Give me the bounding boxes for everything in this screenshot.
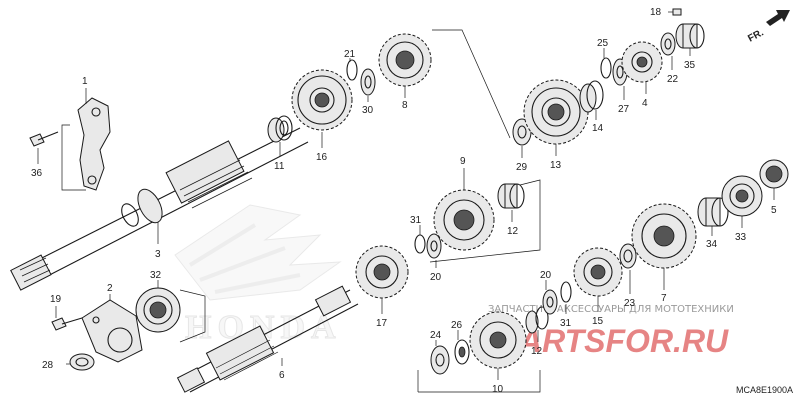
part-20-washer-lower	[542, 280, 558, 315]
part-10-gear	[417, 311, 541, 393]
callout-20-upper: 20	[430, 272, 442, 283]
part-12-bushing-lower	[525, 306, 549, 342]
part-36-bolt	[29, 131, 59, 164]
part-4-gear	[621, 41, 663, 94]
callout-19: 19	[50, 294, 62, 305]
callout-12-upper: 12	[507, 226, 519, 237]
callout-15: 15	[592, 316, 604, 327]
watermark-caption: ЗАПЧАСТИ И АКСЕССУАРЫ ДЛЯ МОТОТЕХНИКИ	[488, 304, 734, 315]
callout-3: 3	[155, 249, 161, 260]
callout-33: 33	[735, 232, 747, 243]
callout-9: 9	[460, 156, 466, 167]
callout-23: 23	[624, 298, 636, 309]
part-1-shift-bracket	[61, 88, 111, 191]
callout-11: 11	[274, 161, 285, 172]
part-5-bearing-cap	[759, 159, 789, 200]
callout-30: 30	[362, 105, 374, 116]
callout-6: 6	[279, 370, 285, 381]
callout-7: 7	[661, 293, 667, 304]
callout-5: 5	[771, 205, 777, 216]
part-6-countershaft	[176, 285, 359, 393]
part-15-gear	[573, 247, 623, 312]
part-35-needle-bearing	[675, 23, 705, 56]
callout-20-lower: 20	[540, 270, 552, 281]
part-17-gear	[355, 245, 409, 314]
callout-22: 22	[667, 74, 679, 85]
callout-31-lower: 31	[560, 318, 572, 329]
part-31-circlip-upper	[414, 225, 426, 254]
front-direction-label: FR.	[746, 27, 766, 44]
diagram-code: MCA8E1900A	[736, 385, 793, 395]
part-26-spline-washer	[454, 330, 470, 365]
callout-27: 27	[618, 104, 630, 115]
part-14-bushing	[579, 80, 604, 120]
part-19-bolt	[51, 306, 83, 331]
callout-18: 18	[650, 7, 662, 18]
callout-17: 17	[376, 318, 388, 329]
callout-32: 32	[150, 270, 162, 281]
callout-4: 4	[642, 98, 648, 109]
callout-1: 1	[82, 76, 88, 87]
callout-21: 21	[344, 49, 356, 60]
callout-14: 14	[592, 123, 604, 134]
callout-16: 16	[316, 152, 328, 163]
callout-28: 28	[42, 360, 54, 371]
part-3-mainshaft	[10, 127, 309, 291]
part-2-setting-plate	[81, 294, 143, 363]
part-8-gear	[378, 29, 511, 139]
part-21-circlip	[346, 58, 358, 81]
part-23-washer	[619, 243, 637, 294]
callout-26: 26	[451, 320, 463, 331]
callout-34: 34	[706, 239, 718, 250]
part-34-needle-bearing	[697, 197, 729, 236]
callout-10: 10	[492, 384, 504, 395]
part-32-ball-bearing	[135, 280, 206, 343]
callout-31-upper: 31	[410, 215, 422, 226]
front-direction-arrow: FR.	[746, 10, 790, 45]
callout-labels: 1 2 3 4 5 6 7 8 9 10 11 12 12 13 14 15 1…	[31, 7, 777, 395]
part-13-gear	[523, 79, 589, 156]
callout-35: 35	[684, 60, 696, 71]
part-33-ball-bearing	[721, 175, 763, 228]
callout-2: 2	[107, 283, 113, 294]
part-9-gear	[433, 168, 495, 251]
part-24-lock-washer	[430, 340, 450, 375]
part-12-bushing-upper	[429, 179, 541, 263]
part-16-gear	[291, 69, 353, 148]
callout-13: 13	[550, 160, 562, 171]
honda-wing-logo: HONDA	[174, 204, 342, 347]
part-20-washer-upper	[426, 233, 442, 268]
callout-12-lower: 12	[531, 346, 543, 357]
part-11-bushing	[267, 115, 293, 156]
part-25-circlip	[600, 48, 612, 79]
callout-25: 25	[597, 38, 609, 49]
part-30-washer	[360, 68, 376, 102]
callout-36: 36	[31, 168, 43, 179]
part-7-gear	[631, 203, 697, 290]
part-31-circlip-lower	[560, 281, 572, 314]
callout-24: 24	[430, 330, 442, 341]
callout-29: 29	[516, 162, 528, 173]
part-28-washer	[66, 353, 95, 371]
callout-8: 8	[402, 100, 408, 111]
part-18-dowel-pin	[668, 8, 682, 16]
part-22-washer	[660, 32, 676, 70]
